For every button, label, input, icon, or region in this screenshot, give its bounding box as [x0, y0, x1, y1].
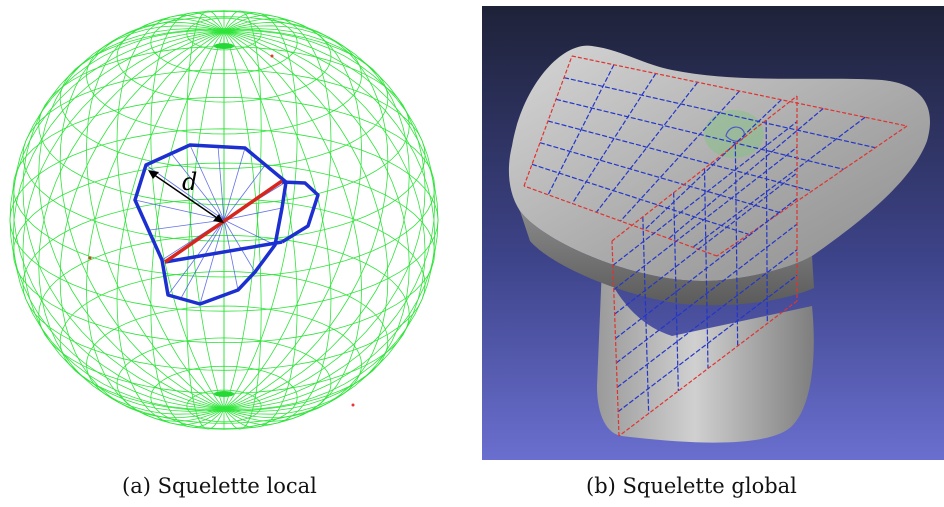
meridian-line [9, 30, 225, 410]
sheet-grid-line [531, 163, 749, 235]
sheet-border [523, 185, 718, 257]
surface-rim [520, 211, 814, 306]
sheet-grid-line [616, 249, 798, 388]
meridian-line [186, 31, 225, 430]
sheet-grid-line [547, 120, 813, 192]
sheet-grid-line [734, 144, 739, 347]
meridian-line [85, 30, 225, 422]
meridian-line [223, 30, 332, 425]
meridian-line [223, 28, 426, 410]
local-contour-overlay [725, 126, 745, 142]
distance-label: d [182, 168, 197, 196]
meridian-line [186, 10, 225, 409]
meridian-line [223, 30, 363, 422]
spoke-line [149, 219, 225, 231]
sheet-border [716, 125, 908, 257]
sphere-wireframe [9, 10, 439, 430]
sheet-grid-line [612, 121, 798, 266]
contour-polygon [133, 143, 288, 306]
meridian-line [223, 30, 436, 410]
south-pole-marker [214, 391, 234, 397]
spoke-line [169, 151, 225, 221]
global-skeleton-render [482, 6, 944, 460]
meridian-line [223, 30, 426, 412]
meridian-line [59, 21, 225, 410]
sheet-grid-line [615, 198, 798, 339]
spoke-line [199, 219, 225, 305]
arrowhead-start [148, 170, 159, 179]
meridian-line [12, 30, 225, 410]
sheet-border [523, 55, 573, 187]
spoke-line [223, 219, 256, 273]
meridian-line [223, 10, 262, 409]
spoke-line [223, 163, 267, 221]
spoke-line [223, 207, 283, 221]
meridian-line [223, 31, 262, 430]
spoke-line [223, 147, 246, 221]
meridian-line [22, 28, 225, 410]
meridian-line [223, 12, 298, 410]
meridian-line [38, 25, 225, 410]
sheet-border [618, 300, 798, 437]
sheet-grid-line [617, 274, 798, 413]
meridian-line [223, 18, 363, 410]
arrowhead-end [213, 214, 224, 223]
caption-local-skeleton: (a) Squelette local [122, 474, 317, 498]
meridian-line [116, 30, 225, 425]
local-sphere-overlay [704, 110, 764, 158]
spoke-line [223, 219, 276, 246]
sheet-border [571, 55, 908, 127]
distance-arrow [149, 171, 221, 221]
meridian-line [223, 30, 439, 410]
contour-chord [164, 240, 283, 264]
surface-top [508, 45, 930, 281]
meridian-line [223, 30, 389, 419]
skeleton-spokes [134, 144, 287, 305]
sheet-grid-line [563, 77, 876, 149]
surface-stem [597, 266, 814, 443]
meridian-line [150, 30, 225, 428]
spoke-line [217, 145, 225, 221]
meridian-line [223, 30, 410, 415]
sample-point [88, 256, 92, 260]
caption-global-skeleton: (b) Squelette global [586, 474, 797, 498]
sheet-border [611, 95, 798, 242]
meridian-line [223, 15, 332, 410]
meridian-line [85, 18, 225, 410]
sheet-grid-line [616, 223, 798, 364]
skeleton-sheet-top [523, 55, 908, 257]
spoke-line [223, 219, 239, 291]
medial-axis-segment [164, 179, 283, 264]
rendered-surface-view [482, 6, 944, 460]
local-skeleton-figure: d [0, 0, 460, 460]
skeleton-sheet-vertical [611, 95, 798, 437]
meridian-line [22, 30, 225, 412]
sample-point [270, 54, 274, 58]
sample-point [351, 403, 355, 407]
sheet-grid-line [555, 98, 844, 170]
contour-lobe [281, 180, 320, 244]
sheet-grid-line [673, 192, 679, 392]
meridian-line [223, 30, 436, 410]
spoke-line [134, 199, 225, 221]
sphere-wireframe-diagram: d [9, 10, 439, 430]
sheet-grid-line [613, 146, 798, 291]
spoke-line [189, 144, 225, 221]
north-pole-marker [214, 43, 234, 49]
spoke-line [145, 164, 225, 221]
meridian-line [116, 15, 225, 410]
sheet-border [611, 240, 620, 437]
meridian-line [12, 30, 225, 410]
spoke-line [179, 219, 225, 301]
sheet-grid-line [614, 172, 798, 315]
